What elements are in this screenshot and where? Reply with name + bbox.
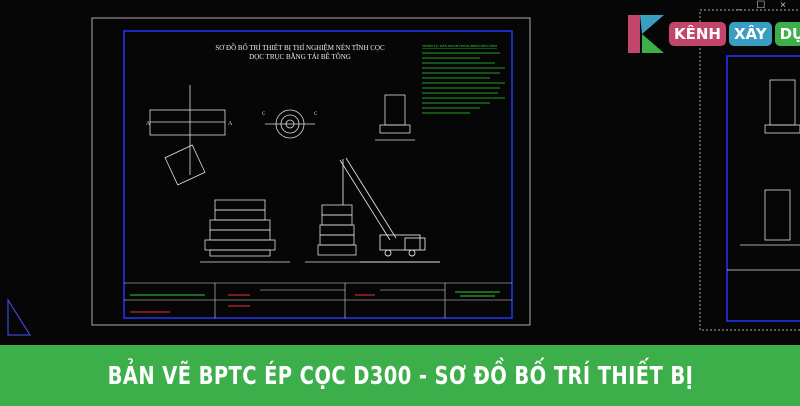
notes-heading: TRÌNH TỰ TIẾN HÀNH THÍ NGHIỆM NÉN TĨNH [422,43,497,48]
jack-frame-diagram: A A [146,85,233,186]
svg-text:C: C [314,112,318,117]
title-block [124,282,512,318]
crane-diagram [339,157,440,263]
logo-word-2: XÂY [728,22,772,46]
kenh-xay-dung-logo: KÊNH XÂY DỰNG [628,15,800,53]
notes-lines [422,52,505,114]
cad-drawing-canvas: SƠ ĐỒ BỐ TRÍ THIẾT BỊ THÍ NGHIỆM NÉN TĨN… [7,9,800,336]
right-sheet-outline [699,9,800,331]
svg-text:A: A [146,121,151,127]
concrete-block-stack-right [305,204,360,263]
ucs-icon [7,298,31,336]
concrete-block-stack-left [200,199,290,263]
pile-plan-diagram: C C [262,109,318,139]
svg-text:C: C [262,112,266,117]
pile-cap-diagram [375,94,415,141]
title-block-green-text [130,291,500,297]
sheet-border [123,30,513,319]
k-logo-icon [628,15,664,53]
right-sheet-diagrams [727,79,800,271]
svg-text:A: A [228,121,233,127]
sheet-outline [91,17,531,326]
banner-title: BẢN VẼ BPTC ÉP CỌC D300 - SƠ ĐỒ BỐ TRÍ T… [107,361,693,390]
window-controls[interactable]: _ ☐ × [736,0,792,11]
right-sheet-border [726,55,800,322]
drawing-title-2: DỌC TRỤC BẰNG TẢI BÊ TÔNG [249,53,351,61]
logo-word-3: DỰNG [774,22,800,46]
cad-viewport[interactable]: SƠ ĐỒ BỐ TRÍ THIẾT BỊ THÍ NGHIỆM NÉN TĨN… [0,0,800,345]
title-block-red-text [130,294,375,313]
title-banner: BẢN VẼ BPTC ÉP CỌC D300 - SƠ ĐỒ BỐ TRÍ T… [0,345,800,406]
logo-word-1: KÊNH [669,22,726,46]
drawing-title-1: SƠ ĐỒ BỐ TRÍ THIẾT BỊ THÍ NGHIỆM NÉN TĨN… [215,44,385,52]
